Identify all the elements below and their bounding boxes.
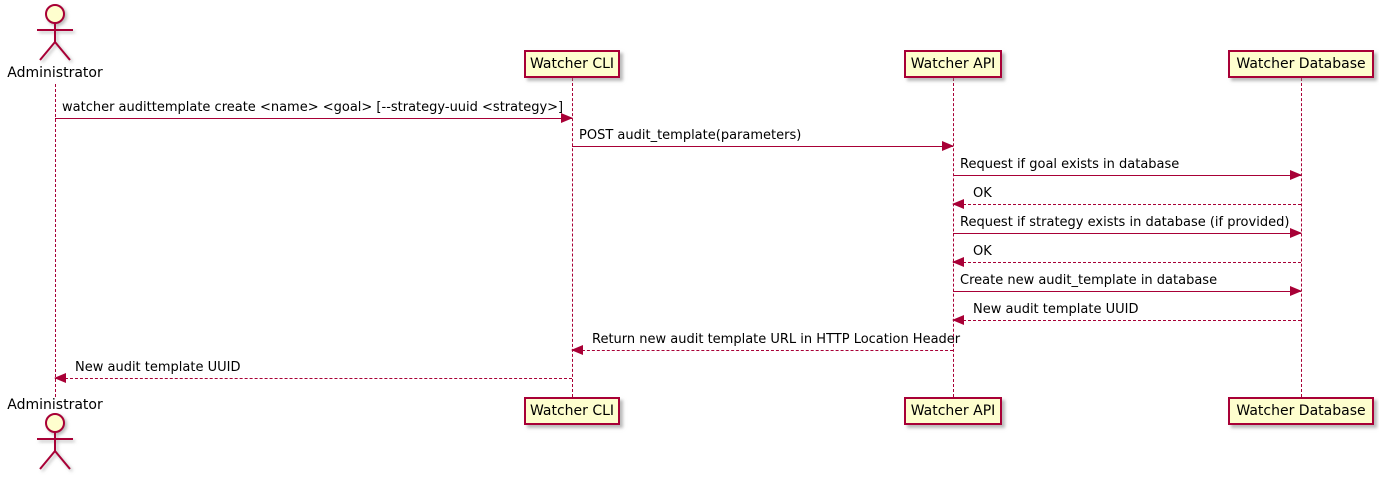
arrow-line: [572, 146, 953, 147]
participant-label: Watcher Database: [1236, 403, 1366, 419]
participant-watcher-api-bottom: Watcher API: [904, 397, 1002, 425]
message-label: OK: [973, 244, 992, 259]
message-7: Create new audit_template in database: [953, 273, 1302, 296]
arrowhead-left-icon: [952, 199, 964, 209]
participant-watcher-cli-bottom: Watcher CLI: [524, 397, 620, 425]
message-2: POST audit_template(parameters): [572, 128, 954, 151]
arrowhead-right-icon: [942, 141, 954, 151]
message-10: New audit template UUID: [54, 360, 572, 383]
arrow-line: [953, 233, 1301, 234]
message-label: POST audit_template(parameters): [579, 128, 802, 143]
message-label: watcher audittemplate create <name> <goa…: [62, 100, 564, 115]
arrow-line: [953, 291, 1301, 292]
message-label: Request if goal exists in database: [960, 157, 1180, 172]
arrowhead-right-icon: [1290, 286, 1302, 296]
message-8: New audit template UUID: [952, 302, 1301, 325]
actor-icon: [37, 413, 73, 470]
participant-label: Watcher API: [910, 403, 996, 419]
participant-watcher-cli-top: Watcher CLI: [524, 50, 620, 78]
arrowhead-left-icon: [571, 345, 583, 355]
participant-label: Watcher Database: [1236, 56, 1366, 72]
arrowhead-right-icon: [561, 113, 573, 123]
participant-watcher-database-bottom: Watcher Database: [1228, 397, 1374, 425]
message-1: watcher audittemplate create <name> <goa…: [55, 100, 573, 123]
message-5: Request if strategy exists in database (…: [953, 215, 1302, 238]
lifeline-administrator: [55, 84, 56, 397]
arrow-line: [953, 262, 1301, 263]
participant-watcher-api-top: Watcher API: [904, 50, 1002, 78]
arrowhead-right-icon: [1290, 170, 1302, 180]
arrow-line: [55, 378, 572, 379]
arrowhead-left-icon: [952, 315, 964, 325]
message-3: Request if goal exists in database: [953, 157, 1302, 180]
message-label: New audit template UUID: [973, 302, 1139, 317]
arrowhead-right-icon: [1290, 228, 1302, 238]
message-4: OK: [952, 186, 1301, 209]
arrow-line: [572, 350, 953, 351]
arrowhead-left-icon: [54, 373, 66, 383]
message-6: OK: [952, 244, 1301, 267]
arrow-line: [953, 175, 1301, 176]
message-label: Request if strategy exists in database (…: [960, 215, 1290, 230]
actor-label-administrator-bottom: Administrator: [7, 397, 103, 413]
lifeline-watcher-cli: [572, 78, 573, 397]
lifeline-watcher-api: [953, 78, 954, 397]
arrow-line: [953, 320, 1301, 321]
arrow-line: [55, 118, 572, 119]
message-label: OK: [973, 186, 992, 201]
participant-watcher-database-top: Watcher Database: [1228, 50, 1374, 78]
participant-label: Watcher CLI: [529, 403, 615, 419]
message-9: Return new audit template URL in HTTP Lo…: [571, 332, 960, 355]
message-label: New audit template UUID: [75, 360, 241, 375]
arrowhead-left-icon: [952, 257, 964, 267]
message-label: Create new audit_template in database: [960, 273, 1218, 288]
actor-label-administrator-top: Administrator: [7, 65, 103, 81]
actor-icon: [37, 4, 73, 61]
participant-label: Watcher CLI: [529, 56, 615, 72]
message-label: Return new audit template URL in HTTP Lo…: [592, 332, 961, 347]
arrow-line: [953, 204, 1301, 205]
participant-label: Watcher API: [910, 56, 996, 72]
